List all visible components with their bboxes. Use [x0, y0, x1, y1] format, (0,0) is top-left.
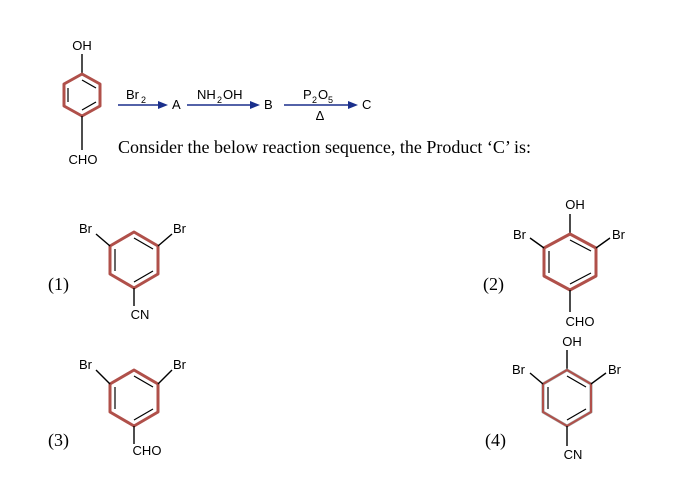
option-3-label: (3) [48, 430, 69, 451]
ring-double-bond [133, 375, 154, 388]
ring-double-bond [133, 408, 154, 421]
starting-material: OH CHO [62, 38, 102, 167]
option-2-ring [542, 232, 598, 292]
option-2-br-right-bond [595, 237, 611, 249]
option-1[interactable]: (1) Br Br CN [48, 221, 187, 322]
option-4-br-right-bond [590, 372, 607, 385]
product-b-label: B [264, 97, 273, 112]
ring-double-bond [81, 79, 97, 89]
ring-double-bond [566, 375, 587, 388]
option-2-br-left-bond [529, 237, 545, 249]
step2-reagent-sub: 2 [217, 95, 222, 105]
ring-double-bond [81, 101, 97, 111]
option-3-br-left-bond [95, 369, 111, 385]
step2-reagent-tail: OH [223, 87, 243, 102]
option-1-cn: CN [131, 307, 150, 322]
option-4-oh: OH [562, 334, 582, 349]
option-3-ring [108, 368, 160, 428]
starting-cho-label: CHO [69, 152, 98, 167]
option-3-br-right-bond [157, 369, 173, 385]
option-4[interactable]: (4) OH Br Br CN [485, 334, 622, 462]
question-text: Consider the below reaction sequence, th… [118, 137, 531, 157]
step1-reagent: Br [126, 87, 140, 102]
step2-reagent: NH [197, 87, 216, 102]
option-2-label: (2) [483, 274, 504, 295]
option-3-br-right: Br [173, 357, 187, 372]
step3-reagent-p-sub: 2 [312, 95, 317, 105]
reaction-sequence: Br 2 A NH 2 OH B P 2 O 5 Δ C [118, 87, 371, 123]
option-2[interactable]: (2) OH Br Br CHO [483, 197, 626, 329]
option-1-br-right-bond [157, 233, 173, 247]
option-4-ring [541, 368, 593, 428]
option-2-cho: CHO [566, 314, 595, 329]
step3-reagent-o-sub: 5 [328, 95, 333, 105]
option-3[interactable]: (3) Br Br CHO [48, 357, 187, 458]
product-a-label: A [172, 97, 181, 112]
option-1-br-left-bond [95, 233, 111, 247]
starting-oh-label: OH [72, 38, 92, 53]
option-4-br-left-bond [529, 372, 544, 385]
option-4-br-left: Br [512, 362, 526, 377]
ring-double-bond [133, 237, 154, 250]
step2-arrowhead [250, 101, 260, 109]
option-1-label: (1) [48, 274, 69, 295]
step1-arrowhead [158, 101, 168, 109]
ring-double-bond [133, 270, 154, 283]
option-4-cn: CN [564, 447, 583, 462]
option-2-br-left: Br [513, 227, 527, 242]
step3-reagent-o: O [318, 87, 328, 102]
step3-arrowhead [348, 101, 358, 109]
ring-double-bond [566, 408, 587, 421]
step3-condition: Δ [316, 108, 325, 123]
option-1-br-right: Br [173, 221, 187, 236]
step1-reagent-sub: 2 [141, 95, 146, 105]
option-1-ring [108, 230, 160, 290]
option-2-br-right: Br [612, 227, 626, 242]
product-c-label: C [362, 97, 371, 112]
option-4-label: (4) [485, 430, 506, 451]
option-3-br-left: Br [79, 357, 93, 372]
option-3-cho: CHO [133, 443, 162, 458]
option-1-br-left: Br [79, 221, 93, 236]
step3-reagent-p: P [303, 87, 312, 102]
ring-double-bond [569, 272, 592, 285]
option-2-oh: OH [565, 197, 585, 212]
ring-double-bond [569, 239, 592, 252]
option-4-br-right: Br [608, 362, 622, 377]
